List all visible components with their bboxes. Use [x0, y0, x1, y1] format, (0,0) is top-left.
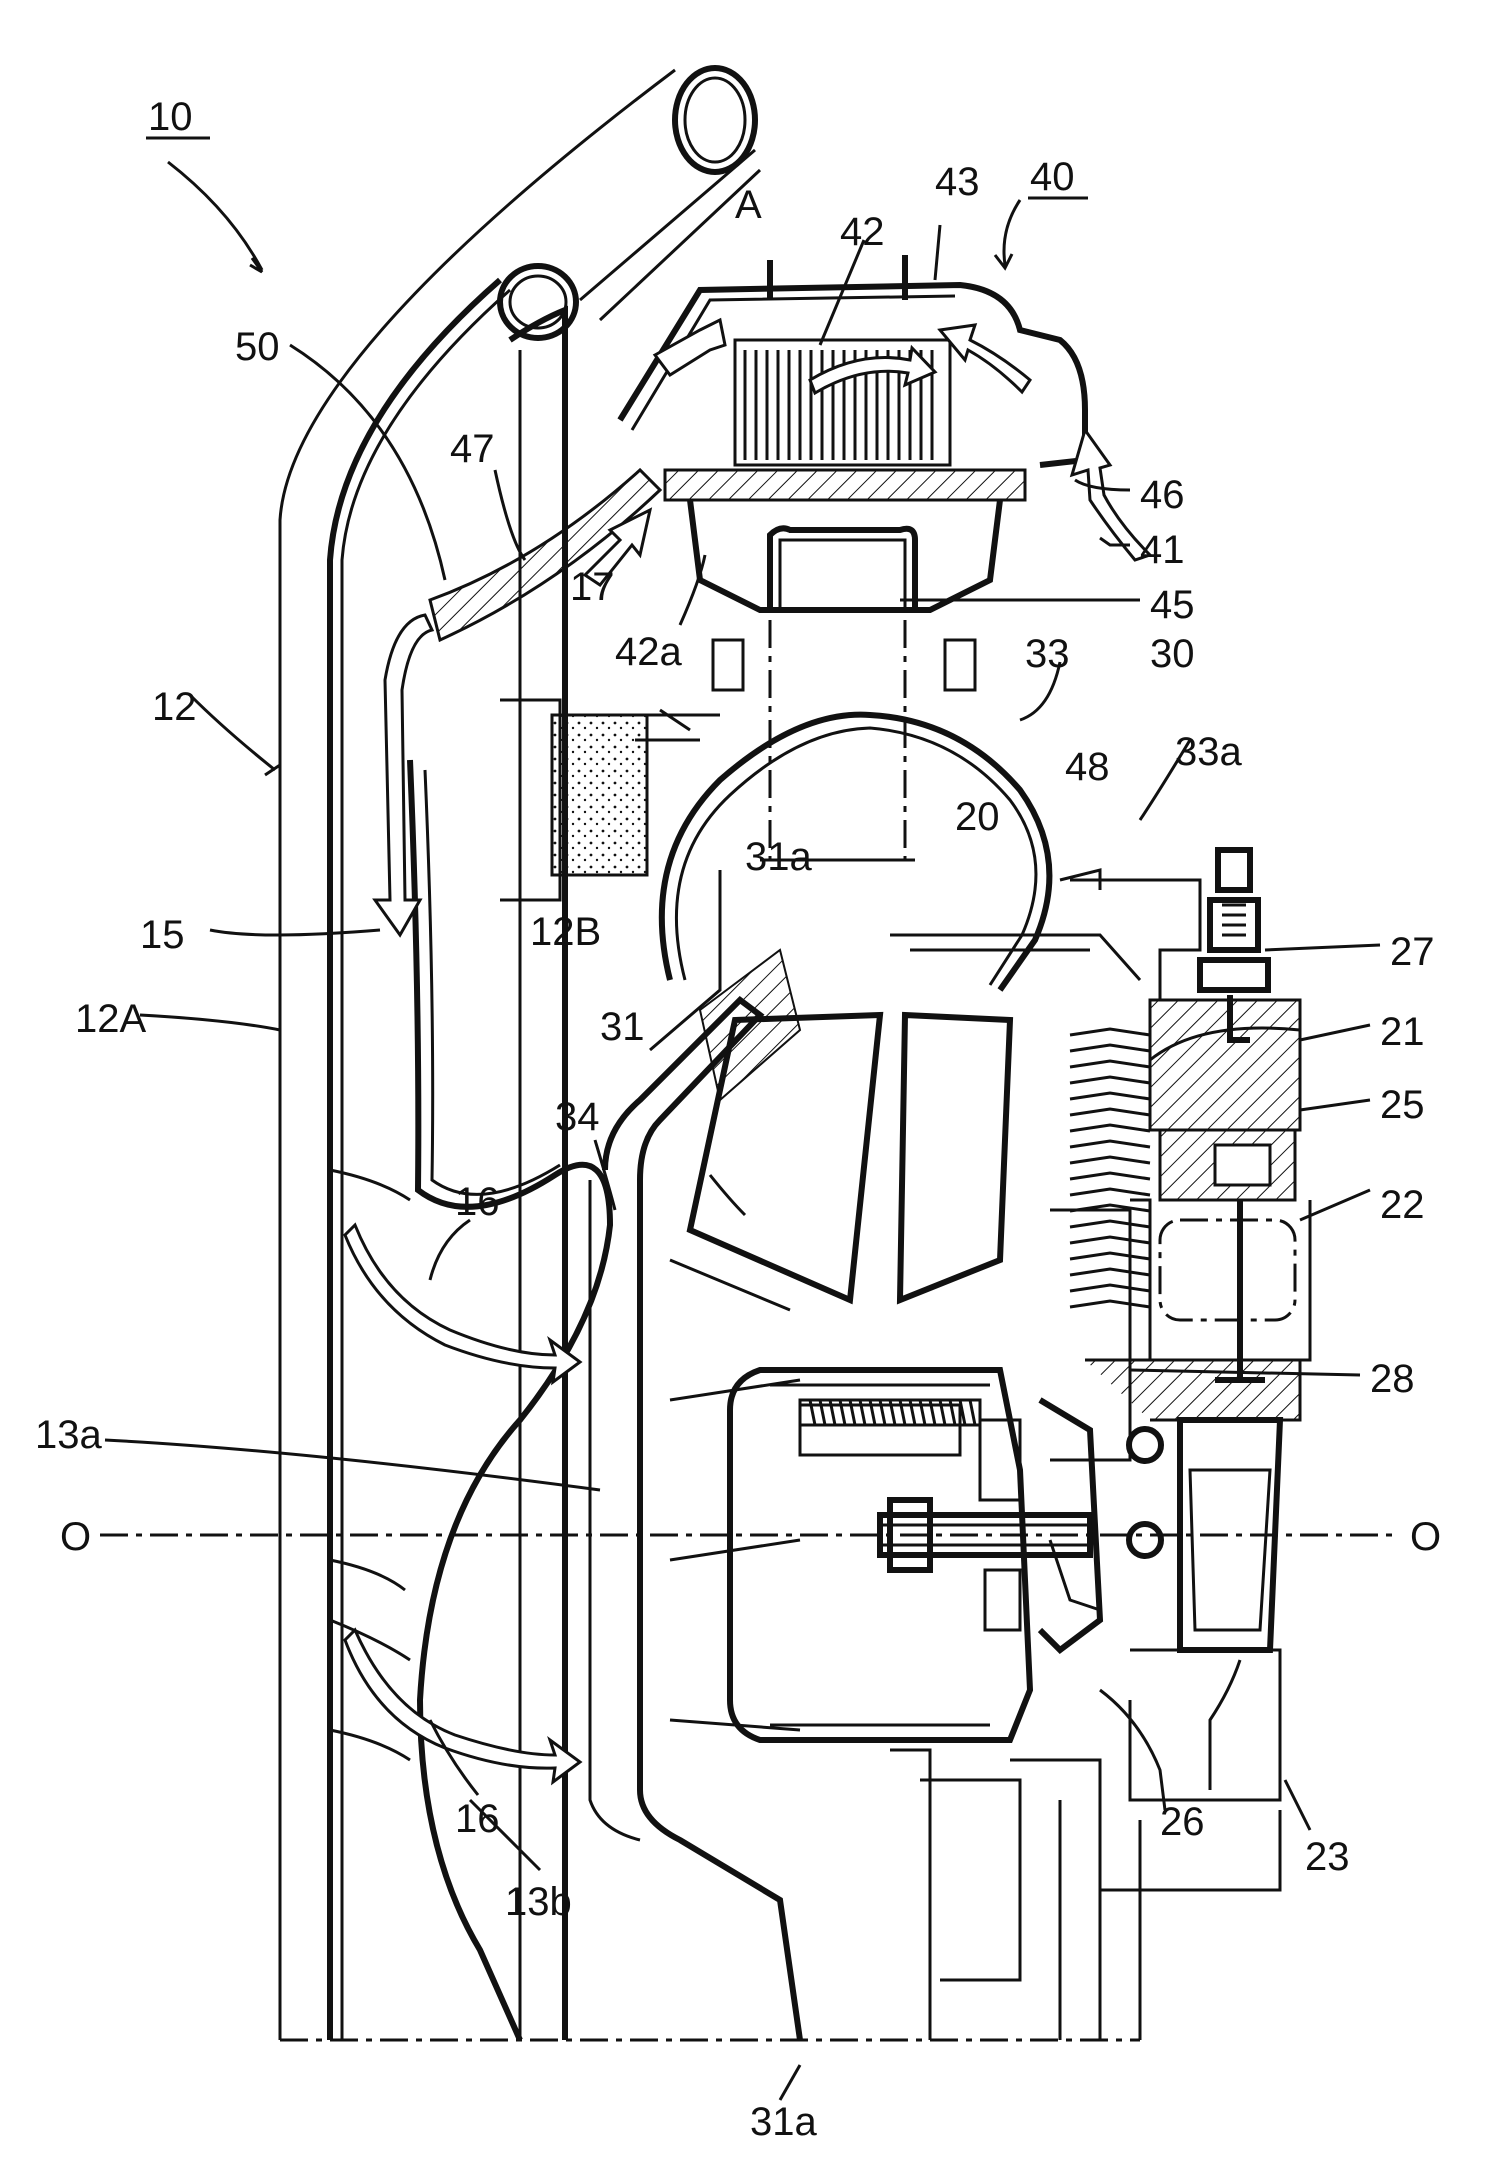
label-13a: 13a	[35, 1413, 102, 1457]
label-17: 17	[570, 565, 615, 609]
label-20: 20	[955, 795, 1000, 839]
axis-label-left: O	[60, 1515, 91, 1559]
label-31: 31	[600, 1005, 645, 1049]
engine-block	[890, 850, 1310, 1800]
label-33a: 33a	[1175, 730, 1242, 774]
fan-housing	[590, 715, 1100, 2040]
label-34: 34	[555, 1095, 600, 1139]
label-15: 15	[140, 913, 185, 957]
label-12: 12	[152, 685, 197, 729]
label-47: 47	[450, 427, 495, 471]
label-42a: 42a	[615, 630, 682, 674]
label-28: 28	[1370, 1357, 1415, 1401]
label-16-top: 16	[455, 1180, 500, 1224]
label-27: 27	[1390, 930, 1435, 974]
label-21: 21	[1380, 1010, 1425, 1054]
label-30: 30	[1150, 632, 1195, 676]
label-50: 50	[235, 325, 280, 369]
label-45: 45	[1150, 583, 1195, 627]
label-26: 26	[1160, 1800, 1205, 1844]
label-12A: 12A	[75, 997, 146, 1041]
label-13b: 13b	[505, 1880, 572, 1924]
label-31a-bottom: 31a	[750, 2100, 817, 2144]
label-16-bottom: 16	[455, 1797, 500, 1841]
label-48: 48	[1065, 745, 1110, 789]
label-33: 33	[1025, 632, 1070, 676]
label-A: A	[735, 183, 762, 227]
label-46: 46	[1140, 473, 1185, 517]
axis-label-right: O	[1410, 1515, 1441, 1559]
label-31a-top: 31a	[745, 835, 812, 879]
label-22: 22	[1380, 1183, 1425, 1227]
center-axis	[100, 1535, 1400, 2040]
label-12B: 12B	[530, 910, 601, 954]
label-40: 40	[1030, 155, 1075, 199]
label-42: 42	[840, 210, 885, 254]
label-41: 41	[1140, 528, 1185, 572]
label-23: 23	[1305, 1835, 1350, 1879]
label-10: 10	[148, 95, 193, 139]
label-25: 25	[1380, 1083, 1425, 1127]
label-43: 43	[935, 160, 980, 204]
